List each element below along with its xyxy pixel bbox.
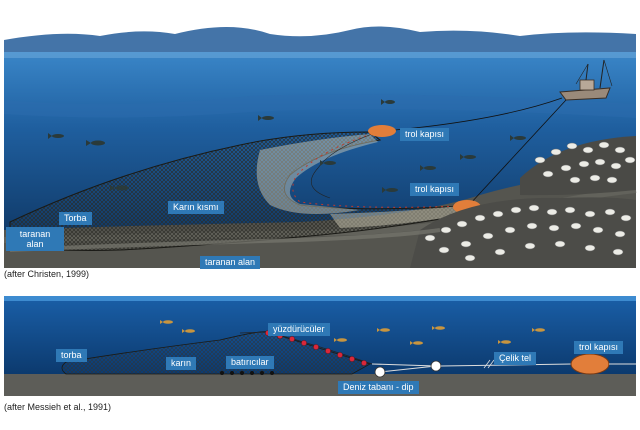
trawl-net <box>9 131 472 251</box>
label-batiricilar: batırıcılar <box>226 356 274 369</box>
label-trol-kapisi-bottom: trol kapısı <box>574 341 624 354</box>
caption-messieh: (after Messieh et al., 1991) <box>4 402 112 412</box>
label-taranan-alan-left: taranan alan <box>6 227 64 251</box>
bottom-seabed <box>4 374 636 396</box>
label-taranan-alan-bottom: taranan alan <box>200 256 261 269</box>
label-yuzdurucular: yüzdürücüler <box>268 323 330 336</box>
rigging-ring-1 <box>374 366 386 378</box>
label-trol-kapisi-top: trol kapısı <box>400 128 450 141</box>
label-celik-tel: Çelik tel <box>494 352 537 365</box>
warp-line-upper <box>394 97 563 131</box>
top-panel <box>3 26 637 268</box>
scallop-bed-right <box>520 136 636 196</box>
trawler-boat <box>559 59 613 101</box>
label-karin-kismi: Karın kısmı <box>168 201 224 214</box>
label-deniz-tabani: Deniz tabanı - dip <box>338 381 419 394</box>
label-karin: karın <box>166 357 197 370</box>
label-taranan-alan-left-line1: taranan <box>19 229 51 239</box>
label-taranan-alan-left-line2: alan <box>26 239 44 249</box>
floats <box>265 330 367 366</box>
bottom-panel <box>4 296 636 396</box>
scallop-bed-lower <box>410 197 636 268</box>
bottom-trawl-net <box>61 331 372 375</box>
caption-christen: (after Christen, 1999) <box>4 269 90 279</box>
label-torba: Torba <box>59 212 92 225</box>
mountains <box>4 26 636 52</box>
fish-group <box>48 99 526 193</box>
rigging-ring-2 <box>430 360 442 372</box>
sinkers <box>220 371 274 375</box>
label-torba-bottom: torba <box>56 349 87 362</box>
bottom-fish-group <box>160 320 545 345</box>
bottom-otter-board <box>570 353 610 375</box>
otter-board-upper <box>368 125 396 137</box>
warp-line-lower <box>469 99 567 205</box>
label-trol-kapisi-mid: trol kapısı <box>410 183 460 196</box>
